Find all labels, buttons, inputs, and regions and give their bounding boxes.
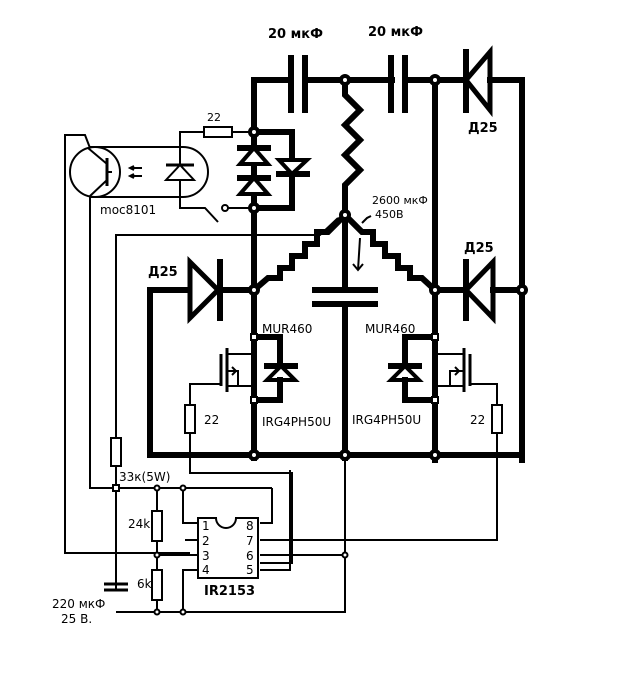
ic-ir2153: [197, 517, 259, 579]
arrow-down-icon: [357, 237, 361, 271]
diode-top-right-label: Д25: [468, 121, 498, 136]
center-resistor: [340, 77, 365, 218]
wire-opto-emitter: [89, 196, 116, 489]
wire-to-33k: [115, 217, 339, 438]
ic-pin-8: 8: [246, 519, 254, 533]
diode-d25-mid-right: [432, 255, 525, 325]
coil-right: [340, 210, 440, 295]
igbt-right-label: IRG4PH50U: [352, 413, 421, 427]
res-6k-label: 6k: [137, 577, 152, 591]
optocoupler-moc8101: [69, 146, 254, 223]
diode-stack: [235, 129, 313, 211]
wire-opto-collector: [64, 134, 190, 554]
igbt-left: [184, 334, 300, 564]
res-supply-label: 33к(5W): [119, 470, 170, 484]
cap-supply-value-label: 220 мкФ: [52, 597, 105, 611]
capacitor-20uF-right: [388, 55, 408, 113]
main-cap-voltage-label: 450В: [375, 208, 404, 221]
gate-res-left-label: 22: [204, 413, 219, 427]
igbt-right: [260, 334, 503, 541]
optocoupler-label: moc8101: [100, 203, 156, 217]
resistor-opto-label: 22: [207, 111, 221, 124]
diode-left-fast-label: MUR460: [262, 322, 312, 336]
ic-pin-3: 3: [202, 549, 210, 563]
igbt-left-label: IRG4PH50U: [262, 415, 331, 429]
cap-top-right-label: 20 мкФ: [368, 25, 423, 40]
gate-res-right-label: 22: [470, 413, 485, 427]
main-cap-value-label: 2600 мкФ: [372, 194, 428, 207]
ic-pin-1: 1: [202, 519, 210, 533]
ic-pin-5: 5: [246, 563, 254, 577]
ic-name-label: IR2153: [204, 584, 255, 599]
capacitor-2600uF: [312, 287, 378, 461]
diode-mid-left-label: Д25: [148, 265, 178, 280]
res-24k-label: 24k: [128, 517, 150, 531]
junction-nodes: [112, 74, 528, 616]
ic-pin-4: 4: [202, 563, 210, 577]
ic-pin-7: 7: [246, 534, 254, 548]
cap-supply-voltage-label: 25 В.: [61, 612, 92, 626]
capacitor-20uF-left: [288, 55, 308, 113]
diode-d25-top-right: [462, 45, 525, 463]
diode-mid-right-label: Д25: [464, 241, 494, 256]
diode-right-fast-label: MUR460: [365, 322, 415, 336]
wire-pin5: [260, 470, 291, 571]
bottom-rail: [147, 312, 525, 458]
capacitor-220uF: [104, 582, 128, 592]
ic-pin-6: 6: [246, 549, 254, 563]
wire-ground-return: [116, 555, 346, 613]
cap-top-left-label: 20 мкФ: [268, 27, 323, 42]
ic-pin-2: 2: [202, 534, 210, 548]
resistor-33k: [110, 437, 122, 590]
coil-left: [249, 210, 350, 295]
